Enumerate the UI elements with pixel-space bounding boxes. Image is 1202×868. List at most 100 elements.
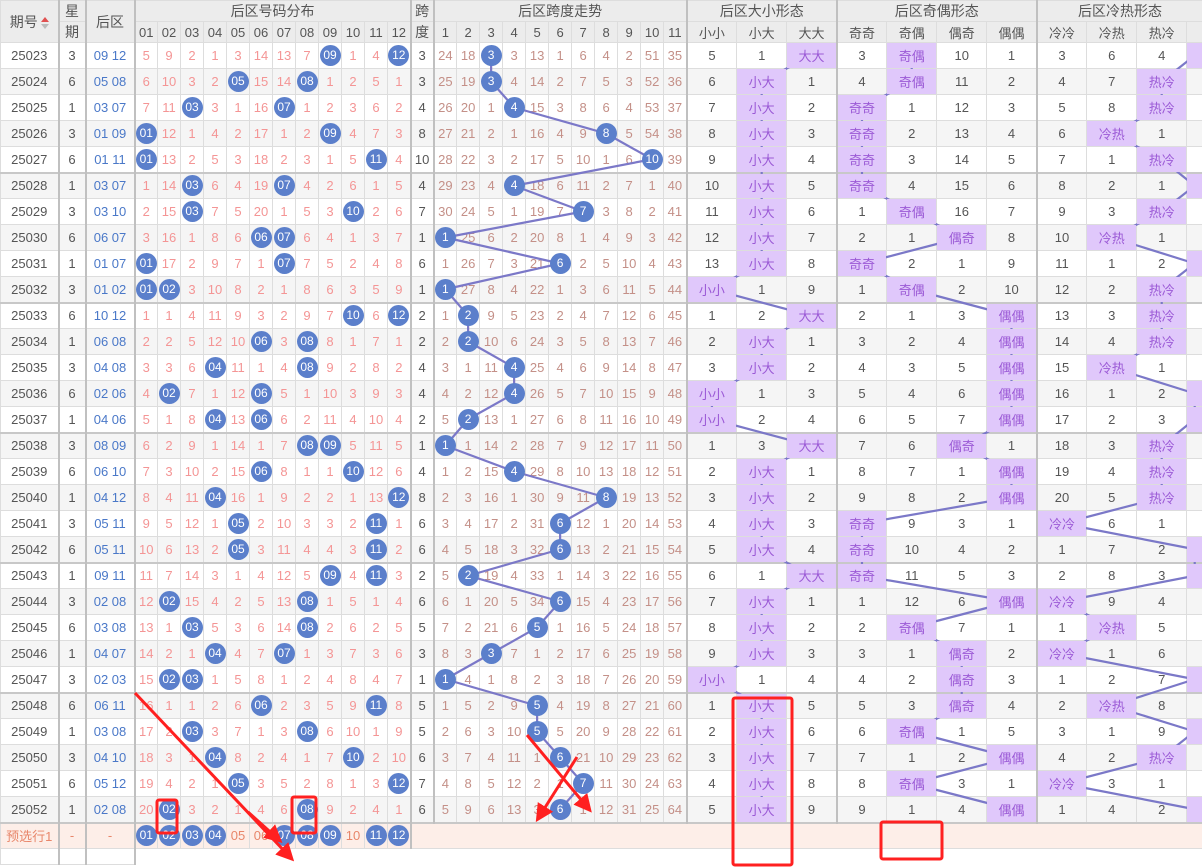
omission-value: 7 xyxy=(858,750,866,765)
trend-cell: 2 xyxy=(548,301,573,329)
omission-value: 17 xyxy=(161,256,177,271)
omission-value: 10 xyxy=(345,724,361,739)
preselect-weekday: - xyxy=(57,821,86,849)
oe-cell: 1 xyxy=(886,94,938,121)
trend-cell: 4 xyxy=(571,301,596,329)
size-pattern-badge: 小大 xyxy=(737,693,787,718)
period-cell: 25028 xyxy=(0,171,59,199)
dist-cell: 10 xyxy=(341,301,365,329)
omission-value: 9 xyxy=(908,516,916,531)
omission-value: 41 xyxy=(667,204,683,219)
size-cell: 3 xyxy=(685,484,738,511)
dist-cell: 1 xyxy=(364,718,388,745)
dist-cell: 08 xyxy=(295,588,319,615)
dist-col-header: 10 xyxy=(341,21,365,43)
preselect-cell[interactable]: 07 xyxy=(272,821,296,849)
dist-cell: 3 xyxy=(157,354,181,381)
omission-value: 20 xyxy=(529,230,545,245)
preselect-cell[interactable]: 06 xyxy=(249,821,273,849)
dist-cell: 7 xyxy=(180,380,204,407)
span-cell: 6 xyxy=(409,536,435,563)
omission-value: 1 xyxy=(1007,776,1016,791)
omission-value: 22 xyxy=(621,568,637,584)
omission-value: 3 xyxy=(165,360,173,375)
hc-cell: 3 xyxy=(1136,561,1188,589)
hc-pattern-badge: 冷冷 xyxy=(1037,589,1087,614)
omission-value: 8 xyxy=(708,620,716,635)
omission-value: 3 xyxy=(234,48,242,63)
omission-value: 3 xyxy=(372,776,380,791)
omission-value: 2 xyxy=(908,334,916,349)
preselect-cell[interactable]: 11 xyxy=(364,821,388,849)
size-cell: 7 xyxy=(786,224,838,251)
trend-cell: 7 xyxy=(571,380,596,407)
omission-value: 9 xyxy=(625,230,633,245)
sort-icon[interactable] xyxy=(40,16,49,29)
preselect-cell[interactable]: 10 xyxy=(341,821,365,849)
size-cell: 9 xyxy=(685,640,738,667)
omission-value: 6 xyxy=(188,360,196,375)
preselect-cell[interactable]: 12 xyxy=(386,821,412,849)
preselect-cell[interactable]: 02 xyxy=(157,821,181,849)
oe-cell: 偶奇 xyxy=(936,691,988,719)
trend-cell: 5 xyxy=(502,301,527,329)
preselect-cell[interactable]: 04 xyxy=(203,821,227,849)
preselect-cell[interactable]: 03 xyxy=(180,821,204,849)
omission-value: 4 xyxy=(165,776,173,791)
omission-value: 5 xyxy=(579,334,587,349)
size-pattern-badge: 小大 xyxy=(737,147,787,172)
omission-value: 18 xyxy=(621,464,637,479)
trend-cell: 5 xyxy=(432,406,458,433)
hc-cell: 2 xyxy=(1136,796,1188,823)
dist-cell: 2 xyxy=(249,744,273,771)
omission-value: 7 xyxy=(556,204,564,219)
omission-value: 1 xyxy=(165,620,173,635)
dist-cell: 7 xyxy=(364,120,388,147)
omission-value: 10 xyxy=(483,334,499,349)
oe-cell: 2 xyxy=(835,614,888,641)
dist-cell: 4 xyxy=(157,770,181,797)
dist-cell: 1 xyxy=(203,431,227,459)
trend-cell: 52 xyxy=(663,484,688,511)
trend-cell: 5 xyxy=(548,380,573,407)
preselect-cell[interactable]: 05 xyxy=(226,821,250,849)
preselect-cell[interactable]: 08 xyxy=(295,821,319,849)
omission-value: 1 xyxy=(908,646,916,661)
dist-cell: 3 xyxy=(157,744,181,771)
oe-cell: 奇偶 xyxy=(886,718,938,745)
omission-value: 4 xyxy=(487,178,495,194)
omission-value: 1 xyxy=(257,490,265,505)
omission-value: 2 xyxy=(326,490,334,505)
omission-value: 18 xyxy=(1054,438,1070,454)
oe-cell: 奇奇 xyxy=(835,536,888,563)
back-pair-cell: 03 08 xyxy=(84,614,135,641)
dist-cell: 6 xyxy=(386,458,412,485)
number-ball: 08 xyxy=(296,798,318,820)
preselect-cell[interactable]: 01 xyxy=(133,821,158,849)
back-pair-cell: 01 02 xyxy=(84,276,135,303)
preselect-cell[interactable]: 09 xyxy=(318,821,342,849)
omission-value: 22 xyxy=(529,281,545,297)
omission-value: 15 xyxy=(139,671,154,687)
dist-cell: 5 xyxy=(203,614,227,641)
hc-cell: 3 xyxy=(1086,198,1138,225)
dist-cell: 1 xyxy=(318,458,342,485)
dist-cell: 1 xyxy=(295,380,319,407)
hc-cell: 冷冷 xyxy=(1035,770,1088,797)
omission-value: 19 xyxy=(575,698,591,714)
sort-period-header[interactable]: 期号 xyxy=(0,0,59,43)
weekday-header-bottom: 期 xyxy=(57,21,86,43)
omission-value: 12 xyxy=(954,100,969,115)
dist-cell: 3 xyxy=(364,770,388,797)
dist-cell: 07 xyxy=(272,94,296,121)
trend-cell: 6 xyxy=(479,796,504,823)
period-cell: 25051 xyxy=(0,770,59,797)
trend-cell: 50 xyxy=(663,431,688,459)
omission-value: 5 xyxy=(487,204,495,219)
omission-value: 7 xyxy=(326,308,334,324)
trend-cell: 5 xyxy=(479,770,504,797)
omission-value: 2 xyxy=(1158,541,1166,557)
